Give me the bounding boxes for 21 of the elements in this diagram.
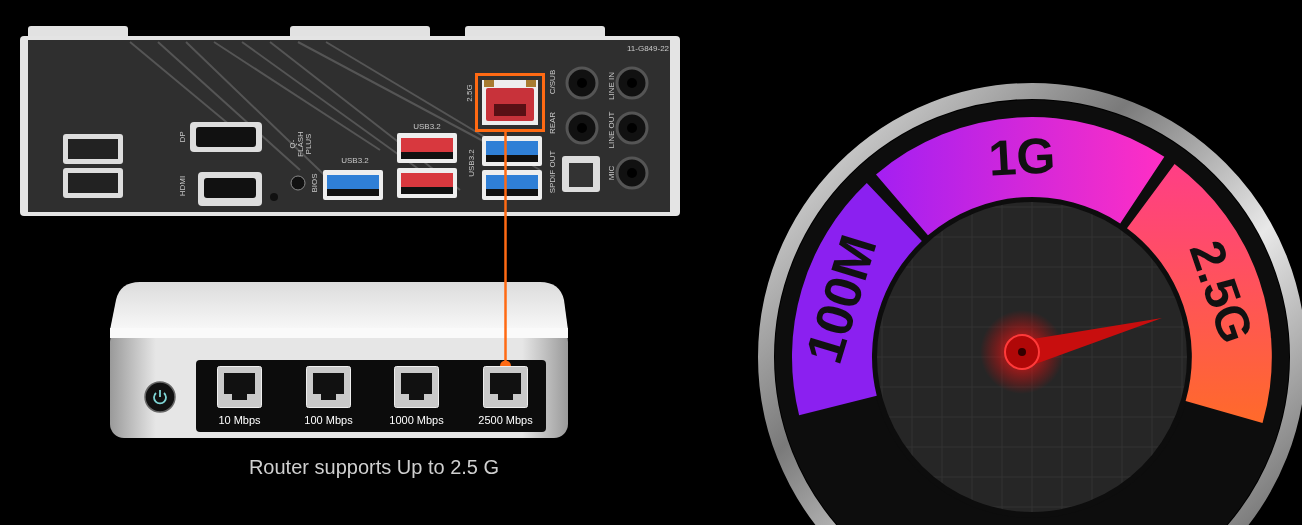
- port-label: 11-G849-22: [626, 45, 670, 53]
- speed-label: 100M: [796, 228, 885, 369]
- port-speed-label: 2500 Mbps: [478, 414, 533, 426]
- port-label: MIC: [608, 165, 616, 181]
- speed-label: 1G: [986, 130, 1057, 184]
- port-speed-label: 100 Mbps: [304, 414, 353, 426]
- port-speed-label: 10 Mbps: [218, 414, 261, 426]
- port-label: DP: [179, 131, 187, 143]
- port-label: USB3.2: [468, 149, 476, 177]
- port-speed-label: 1000 Mbps: [389, 414, 444, 426]
- port-label: LINE IN: [608, 72, 616, 100]
- port-label: BIOS: [311, 173, 319, 193]
- port-label: USB3.2: [341, 157, 369, 165]
- port-label: 2.5G: [466, 84, 474, 102]
- caption: Router supports Up to 2.5 G: [248, 456, 500, 479]
- port-label: USB3.2: [413, 123, 441, 131]
- speed-label: 2.5G: [1181, 234, 1261, 349]
- port-label: HDMI: [179, 175, 187, 197]
- port-label: SPDIF OUT: [549, 150, 557, 194]
- port-label: Q-FLASH PLUS: [289, 130, 313, 159]
- port-label: LINE OUT: [608, 111, 616, 149]
